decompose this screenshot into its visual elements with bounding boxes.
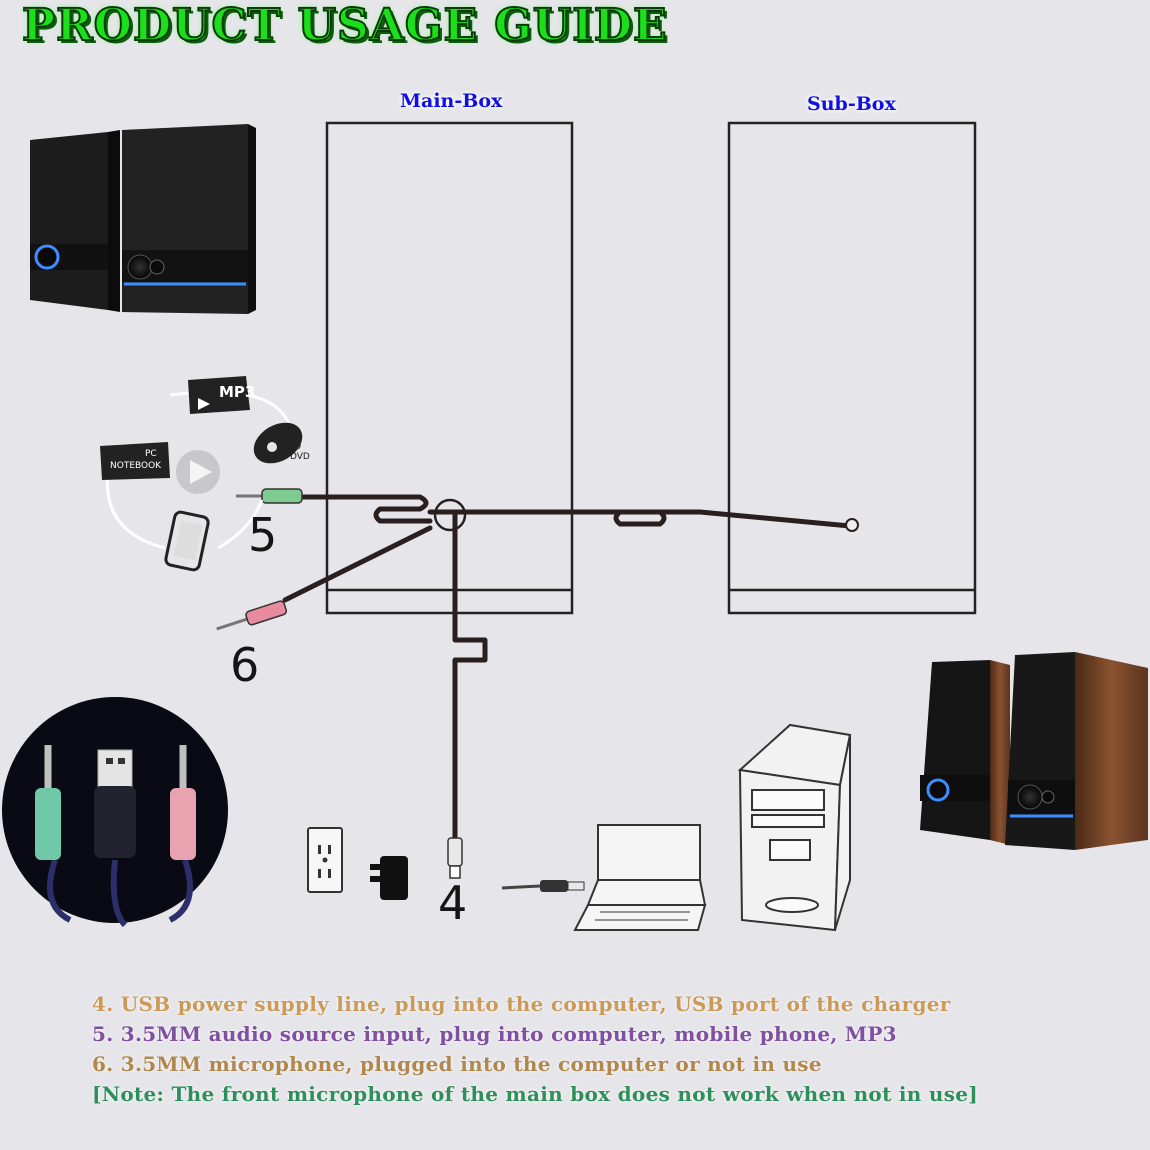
note-line-5: 5. 3.5MM audio source input, plug into c…: [92, 1022, 897, 1046]
main-box-label: Main-Box: [400, 90, 503, 112]
note-microphone: [Note: The front microphone of the main …: [92, 1082, 979, 1106]
main-box-outline: [325, 121, 574, 615]
cd-label: CD: [288, 442, 301, 452]
pc-notebook-badge-icon: [100, 442, 170, 480]
note-line-6: 6. 3.5MM microphone, plugged into the co…: [92, 1052, 822, 1076]
audio-input-plug-icon: [236, 488, 303, 504]
dvd-label: DVD: [290, 452, 310, 462]
notebook-label: NOTEBOOK: [110, 461, 162, 471]
usb-power-plug-icon: [447, 837, 463, 879]
usb-charger-icon: [370, 856, 408, 900]
mobile-phone-icon: [164, 510, 210, 572]
sub-box-outline: [727, 121, 977, 615]
black-speakers-image: [30, 124, 256, 314]
microphone-plug-icon: [216, 600, 288, 631]
laptop-icon: [573, 824, 707, 931]
desktop-computer-icon: [737, 723, 852, 932]
mp3-badge-icon: [188, 376, 250, 414]
sub-box-label: Sub-Box: [807, 93, 896, 115]
usb-cable-to-laptop-icon: [501, 880, 585, 892]
cable-plugs-closeup-image: [2, 697, 228, 928]
callout-6: 6: [230, 638, 260, 692]
cables: [282, 494, 853, 843]
cd-dvd-badge-icon: [253, 422, 303, 464]
callout-4: 4: [438, 876, 468, 930]
sub-box-port-icon: [845, 518, 859, 532]
callout-5: 5: [248, 508, 278, 562]
mp3-label: MP3: [219, 383, 255, 401]
page-title: PRODUCT USAGE GUIDE: [21, 0, 668, 52]
audio-sources-graphic: [100, 376, 303, 572]
wall-outlet-icon: [307, 827, 343, 893]
pc-label: PC: [145, 449, 157, 459]
wood-speakers-image: [920, 652, 1148, 850]
note-line-4: 4. USB power supply line, plug into the …: [92, 992, 951, 1016]
cable-junction-icon: [433, 498, 467, 532]
